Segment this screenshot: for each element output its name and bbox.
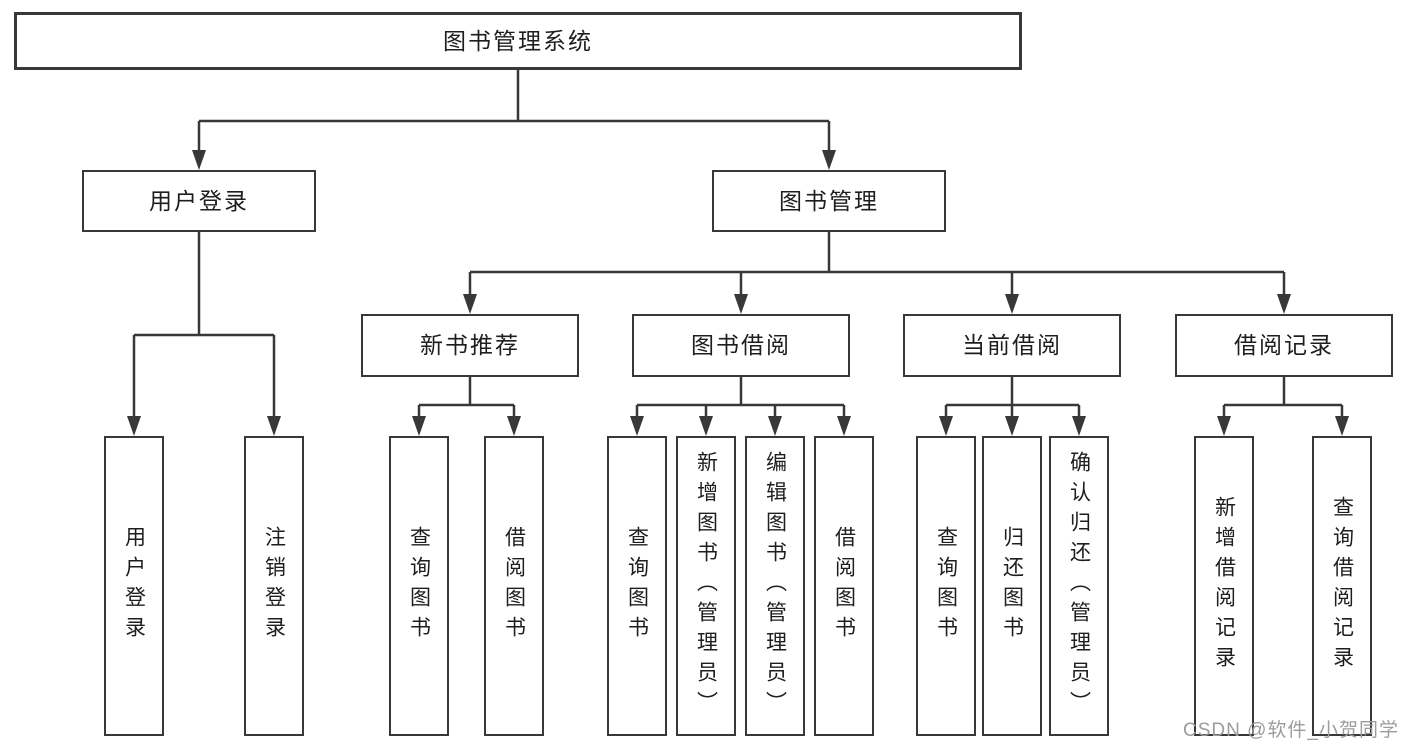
node-new-book-recommendation: 新书推荐: [361, 314, 579, 377]
leaf-borrow-borrow-books: 借阅图书: [814, 436, 874, 736]
arrowhead: [1277, 294, 1291, 314]
node-label: 新书推荐: [420, 332, 520, 358]
leaf-current-query-books: 查询图书: [916, 436, 976, 736]
arrowhead: [837, 416, 851, 436]
leaf-label: 借阅图书: [502, 526, 526, 646]
arrowhead: [822, 150, 836, 170]
leaf-user-login: 用户登录: [104, 436, 164, 736]
node-label: 借阅记录: [1234, 332, 1334, 358]
leaf-logout: 注销登录: [244, 436, 304, 736]
leaf-records-query-borrow-record: 查询借阅记录: [1312, 436, 1372, 736]
node-label: 当前借阅: [962, 332, 1062, 358]
leaf-label: 编辑图书（管理员）: [763, 451, 787, 721]
leaf-label: 查询图书: [934, 526, 958, 646]
leaf-borrow-edit-books-admin: 编辑图书（管理员）: [745, 436, 805, 736]
node-book-borrowing: 图书借阅: [632, 314, 850, 377]
node-current-borrowing: 当前借阅: [903, 314, 1121, 377]
arrowhead: [267, 416, 281, 436]
arrowhead: [192, 150, 206, 170]
leaf-label: 用户登录: [122, 526, 146, 646]
leaf-label: 归还图书: [1000, 526, 1024, 646]
arrowhead: [1072, 416, 1086, 436]
node-label: 用户登录: [149, 187, 249, 214]
leaf-recommend-query-books: 查询图书: [389, 436, 449, 736]
node-user-login: 用户登录: [82, 170, 316, 232]
leaf-current-return-books: 归还图书: [982, 436, 1042, 736]
node-label: 图书借阅: [691, 332, 791, 358]
node-borrowing-records: 借阅记录: [1175, 314, 1393, 377]
leaf-label: 新增借阅记录: [1212, 496, 1236, 676]
node-label: 图书管理系统: [443, 27, 593, 54]
arrowhead: [412, 416, 426, 436]
arrowhead: [127, 416, 141, 436]
node-book-management: 图书管理: [712, 170, 946, 232]
arrowhead: [734, 294, 748, 314]
arrowhead: [1335, 416, 1349, 436]
arrowhead: [1217, 416, 1231, 436]
node-label: 图书管理: [779, 187, 879, 214]
leaf-borrow-add-books-admin: 新增图书（管理员）: [676, 436, 736, 736]
leaf-label: 注销登录: [262, 526, 286, 646]
leaf-records-add-borrow-record: 新增借阅记录: [1194, 436, 1254, 736]
csdn-watermark: CSDN @软件_小贺同学: [1183, 720, 1399, 741]
arrowhead: [1005, 416, 1019, 436]
leaf-label: 查询借阅记录: [1330, 496, 1354, 676]
leaf-borrow-query-books: 查询图书: [607, 436, 667, 736]
leaf-recommend-borrow-books: 借阅图书: [484, 436, 544, 736]
arrowhead: [939, 416, 953, 436]
arrowhead: [699, 416, 713, 436]
arrowhead: [630, 416, 644, 436]
arrowhead: [463, 294, 477, 314]
leaf-label: 确认归还（管理员）: [1067, 451, 1091, 721]
arrowhead: [507, 416, 521, 436]
arrowhead: [768, 416, 782, 436]
leaf-label: 查询图书: [625, 526, 649, 646]
leaf-current-confirm-return-admin: 确认归还（管理员）: [1049, 436, 1109, 736]
leaf-label: 借阅图书: [832, 526, 856, 646]
arrowhead: [1005, 294, 1019, 314]
leaf-label: 新增图书（管理员）: [694, 451, 718, 721]
leaf-label: 查询图书: [407, 526, 431, 646]
node-library-management-system: 图书管理系统: [14, 12, 1022, 70]
